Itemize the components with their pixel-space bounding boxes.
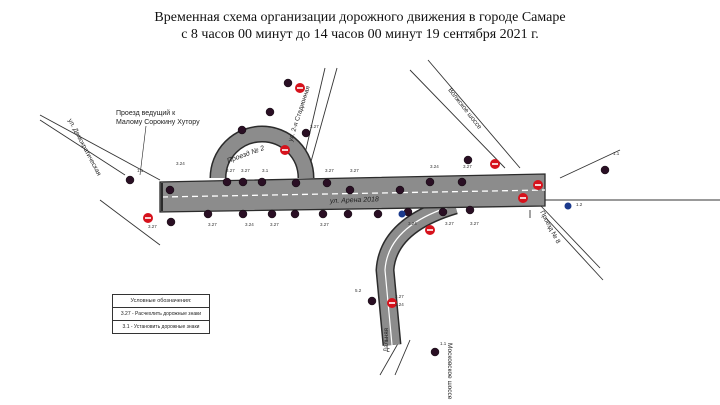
legend-box: Условные обозначения: 3.27 - Расчехлить …	[112, 294, 210, 334]
road-sign-icon	[600, 165, 610, 175]
road-sign-icon	[345, 185, 355, 195]
sign-code-label: 3.24	[408, 221, 417, 226]
sign-code-label: 1.1	[137, 168, 144, 173]
sign-code-label: 3.27	[226, 168, 235, 173]
sign-code-label: 3.27	[148, 224, 157, 229]
road-sign-icon	[322, 178, 332, 188]
road-sign-icon	[430, 347, 440, 357]
road-sign-icon	[373, 209, 383, 219]
road-sign-icon	[290, 209, 300, 219]
road-sign-icon	[222, 177, 232, 187]
info-sign-icon	[564, 202, 572, 210]
road-sign-icon	[237, 125, 247, 135]
road-sign-icon	[203, 209, 213, 219]
road-sign-icon	[343, 209, 353, 219]
street-label-dalnyaya: Дальняя	[384, 328, 390, 352]
street-labels: ул. Демократическая ул. 2-я Стадионная П…	[66, 85, 561, 400]
road-sign-icon	[267, 209, 277, 219]
road-sign-icon	[257, 177, 267, 187]
sign-code-label: 3.27	[463, 164, 472, 169]
sign-code-label: 3.27	[270, 222, 279, 227]
road-sign-icon	[238, 209, 248, 219]
sign-code-label: 1.2	[576, 202, 583, 207]
road-sign-icon	[125, 175, 135, 185]
no-entry-sign-icon	[143, 213, 153, 223]
no-entry-sign-icon	[533, 180, 543, 190]
road-sign-icon	[291, 178, 301, 188]
sign-code-label: 3.27	[310, 124, 319, 129]
sign-code-label: 3.27	[208, 222, 217, 227]
sign-code-label: 3.24	[176, 161, 185, 166]
road-sign-icon	[463, 155, 473, 165]
sign-code-label: 3.27	[470, 221, 479, 226]
sign-code-label: 3.27	[320, 222, 329, 227]
road-sign-icon	[425, 177, 435, 187]
sign-code-label: 3.24	[430, 164, 439, 169]
no-entry-sign-icon	[387, 298, 397, 308]
no-entry-sign-icon	[425, 225, 435, 235]
no-entry-sign-icon	[490, 159, 500, 169]
sign-code-label: 3.27	[350, 168, 359, 173]
annotation-line2: Малому Сорокину Хутору	[116, 119, 200, 126]
legend-item-install-signs: 3.1 - Установить дорожные знаки	[113, 320, 209, 333]
sign-code-label: 3.1	[262, 168, 269, 173]
road-sign-icon	[395, 185, 405, 195]
road-sign-icon	[318, 209, 328, 219]
no-entry-sign-icon	[518, 193, 528, 203]
map-title-line1: Временная схема организации дорожного дв…	[154, 10, 566, 25]
annotation-line1: Проезд ведущий к	[116, 109, 176, 117]
street-outlines	[39, 59, 720, 376]
road-sign-icon	[438, 207, 448, 217]
sign-code-label: 3.24	[395, 302, 404, 307]
road-sign-icon	[301, 128, 311, 138]
legend-header: Условные обозначения:	[113, 295, 209, 308]
road-network	[159, 125, 546, 346]
no-entry-sign-icon	[280, 145, 290, 155]
road-sign-icon	[166, 217, 176, 227]
road-sign-icon	[283, 78, 293, 88]
info-sign-icon	[398, 210, 406, 218]
street-label-volzhskoe: Волжское шоссе	[446, 87, 483, 131]
road-sign-icon	[265, 107, 275, 117]
road-sign-icon	[457, 177, 467, 187]
sign-code-label: 3.27	[395, 294, 404, 299]
street-label-arena: ул. Арена 2018	[329, 196, 379, 205]
no-entry-sign-icon	[295, 83, 305, 93]
road-sign-icon	[238, 177, 248, 187]
street-label-demokraticheskaya: ул. Демократическая	[66, 118, 102, 178]
sign-code-label: 3.27	[241, 168, 250, 173]
road-signs: 3.24 3.27 3.27 3.1 3.27 3.27 3.24 3.27 3.27 3.24 3…	[125, 78, 620, 357]
road-sign-icon	[165, 185, 175, 195]
sign-code-label: 1.1	[613, 151, 620, 156]
sign-code-label: 1.1	[440, 341, 447, 346]
sign-code-label: 3.27	[325, 168, 334, 173]
road-sign-icon	[367, 296, 377, 306]
sign-code-label: 5.2	[355, 288, 362, 293]
sign-code-label: 3.24	[245, 222, 254, 227]
sign-code-label: 3.27	[445, 221, 454, 226]
legend-item-uncover-signs: 3.27 - Расчехлить дорожные знаки	[120, 311, 202, 317]
road-sign-icon	[465, 205, 475, 215]
street-label-moskovskoe: Московское шоссе	[446, 343, 453, 400]
map-title-line2: с 8 часов 00 минут до 14 часов 00 минут …	[181, 27, 539, 42]
